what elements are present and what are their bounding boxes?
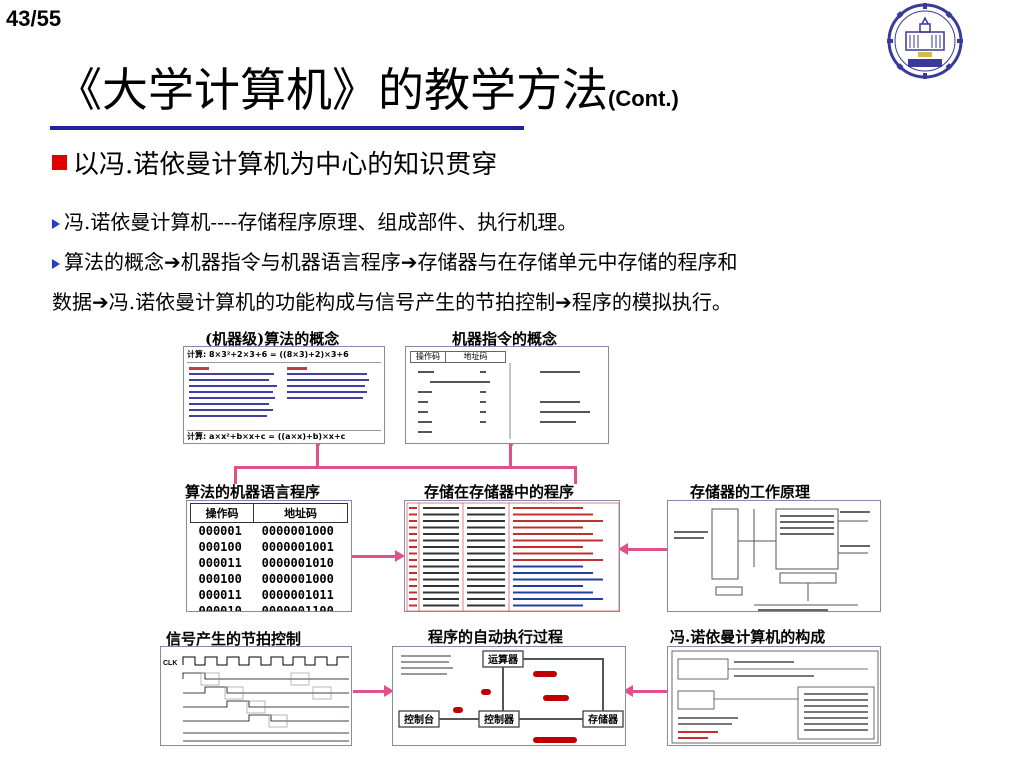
arrow-left-icon <box>623 685 633 697</box>
memory-principle-illustration <box>674 508 870 611</box>
formula-bottom: 计算: a×x²+b×x+c = ((a×x)+b)×x+c <box>187 432 346 441</box>
arrow-right-icon: ➔ <box>555 290 572 314</box>
panel-machine-program: 操作码 地址码 000001 0000001000 000100 0000001001… <box>186 500 352 612</box>
arrow-right-icon <box>395 550 405 562</box>
memory-table-illustration <box>406 502 619 611</box>
connector-line <box>316 444 319 468</box>
arrow-right-icon <box>384 685 394 697</box>
table-row: 000011 0000001010 <box>191 555 348 571</box>
opcode-cell: 000010 <box>198 604 242 612</box>
connector-line <box>353 690 389 693</box>
arrow-down-icon <box>313 440 323 448</box>
timing-diagram-illustration: CLK <box>163 656 349 742</box>
controller-label: 控制器 <box>484 713 515 726</box>
panel-title-machine-program: 算法的机器语言程序 <box>185 483 321 501</box>
memory-label: 存储器 <box>588 713 619 726</box>
opcode-cell: 000011 <box>198 556 242 570</box>
panel-memory-principle <box>667 500 881 612</box>
panel-title-stored-program: 存储在存储器中的程序 <box>424 483 575 501</box>
instruction-list-illustration <box>418 363 590 439</box>
triangle-bullet-icon <box>52 258 60 269</box>
address-cell: 0000001010 <box>261 556 334 570</box>
table-row: 000100 0000001000 <box>191 571 348 587</box>
opcode-cell: 000100 <box>198 540 242 554</box>
address-cell: 0000001001 <box>261 540 334 554</box>
panel-title-memory-principle: 存储器的工作原理 <box>690 483 811 501</box>
panel-stored-program <box>404 500 620 612</box>
connector-line <box>234 466 576 469</box>
square-bullet-icon <box>52 155 67 170</box>
von-neumann-structure-illustration <box>671 650 879 744</box>
title-underline <box>50 126 524 130</box>
panel-algorithm-concept: 计算: 8×3²+2×3+6 = ((8×3)+2)×3+6 计算: a×x²+… <box>183 346 385 444</box>
arrow-left-icon <box>618 543 628 555</box>
table-row: 000010 0000001100 <box>191 603 348 612</box>
panel-title-instruction-concept: 机器指令的概念 <box>452 330 558 348</box>
triangle-bullet-icon <box>52 218 60 229</box>
connector-line <box>574 466 577 484</box>
table-row: 000100 0000001001 <box>191 539 348 555</box>
panel-instruction-concept: 操作码 地址码 <box>405 346 609 444</box>
panel-title-algorithm-concept: (机器级)算法的概念 <box>205 330 340 348</box>
code-header-address: 地址码 <box>253 503 348 523</box>
opcode-cell: 000011 <box>198 588 242 602</box>
opcode-header: 操作码 <box>410 351 446 363</box>
table-row: 000011 0000001011 <box>191 587 348 603</box>
main-bullet: 以冯.诺依曼计算机为中心的知识贯穿 <box>52 144 497 181</box>
panel-title-signal-timing: 信号产生的节拍控制 <box>166 630 302 648</box>
arrow-right-icon: ➔ <box>400 250 418 274</box>
execution-flow-illustration: 运算器 控制台 控制器 存储器 <box>398 650 624 743</box>
sub-bullet-2-cont: 数据➔冯.诺依曼计算机的功能构成与信号产生的节拍控制➔程序的模拟执行。 <box>52 290 732 314</box>
sub-bullet-2: 算法的概念➔机器指令与机器语言程序➔存储器与在存储单元中存储的程序和 <box>52 246 738 275</box>
alu-label: 运算器 <box>488 653 519 666</box>
formula-top: 计算: 8×3²+2×3+6 = ((8×3)+2)×3+6 <box>187 350 349 359</box>
arrow-right-icon: ➔ <box>164 250 181 274</box>
university-logo-icon <box>887 3 963 79</box>
clk-label: CLK <box>163 660 177 667</box>
arrow-down-icon <box>506 440 516 448</box>
sub-bullet-1: 冯.诺依曼计算机----存储程序原理、组成部件、执行机理。 <box>52 206 577 235</box>
connector-line <box>352 555 402 558</box>
arrow-right-icon: ➔ <box>92 290 109 314</box>
opcode-cell: 000100 <box>198 572 242 586</box>
connector-line <box>627 690 667 693</box>
opcode-cell: 000001 <box>198 524 242 538</box>
console-label: 控制台 <box>404 713 434 726</box>
address-cell: 0000001100 <box>261 604 334 612</box>
page-number: 43/55 <box>6 6 62 31</box>
connector-line <box>234 466 237 484</box>
connector-line <box>509 444 512 468</box>
panel-title-von-neumann: 冯.诺依曼计算机的构成 <box>670 628 826 646</box>
address-cell: 0000001000 <box>261 572 334 586</box>
panel-von-neumann <box>667 646 881 746</box>
code-header-opcode: 操作码 <box>189 503 255 523</box>
address-cell: 0000001000 <box>261 524 334 538</box>
algorithm-steps-illustration <box>189 367 369 417</box>
address-cell: 0000001011 <box>261 588 334 602</box>
panel-title-auto-execution: 程序的自动执行过程 <box>428 628 564 646</box>
slide-title: 《大学计算机》的教学方法(Cont.) <box>56 63 679 117</box>
panel-auto-execution: 运算器 控制台 控制器 存储器 <box>392 646 626 746</box>
panel-signal-timing: CLK <box>160 646 352 746</box>
connector-line <box>622 548 668 551</box>
table-row: 000001 0000001000 <box>191 523 348 540</box>
address-header: 地址码 <box>446 351 506 363</box>
